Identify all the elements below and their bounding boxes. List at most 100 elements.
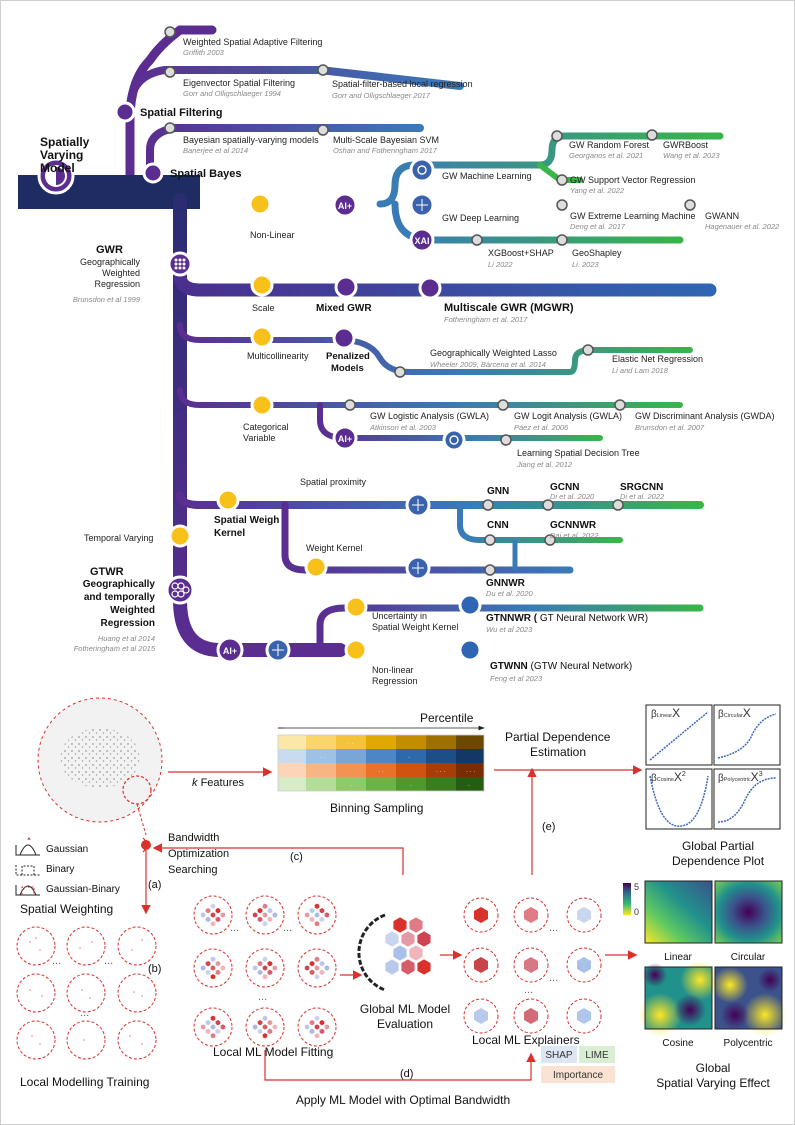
importance-label: Importance [553, 1070, 603, 1081]
hex-cell [200, 964, 206, 972]
hex-cell [262, 1014, 268, 1022]
hex-cell [266, 907, 273, 914]
ellipsis-exp-3: ... [524, 984, 533, 996]
pdp-exp-3: X [674, 770, 682, 784]
hex-cell [271, 1023, 278, 1031]
hex-cell [314, 902, 320, 910]
hex-cell [252, 964, 259, 972]
label-c: (c) [290, 851, 303, 863]
hex-cell [392, 916, 408, 934]
ellipsis-fit-2: ... [283, 922, 292, 934]
hex-cell [210, 1032, 216, 1040]
hex-cell [318, 969, 325, 976]
hex-cell [252, 911, 259, 919]
nlr-label-2: Regression [372, 676, 418, 686]
ai-plus-badge-3: AI+ [223, 646, 237, 656]
esf-cite: Gorr and Olligschlaeger 1994 [183, 89, 281, 98]
label-a: (a) [148, 879, 161, 891]
gwla2-title: GW Logit Analysis (GWLA) [514, 411, 622, 421]
srgcnn-title: SRGCNN [620, 482, 663, 493]
hex-cell [318, 960, 325, 967]
temporal-label: Temporal Varying [84, 533, 153, 543]
gtnnwr-title-bold: GTNNWR ( [486, 613, 538, 624]
gwr-full-1: Geographically [80, 257, 141, 267]
hex-cell [323, 1023, 330, 1031]
hex-cell [271, 964, 278, 972]
hex-cell [210, 955, 216, 963]
effect-map-polycentric [712, 966, 787, 1037]
lime-tag [579, 1046, 615, 1063]
hex-cell [384, 958, 400, 976]
gwrboost-title: GWRBoost [663, 140, 709, 150]
hex-cell [262, 973, 268, 981]
hex-cell [205, 1028, 211, 1035]
gnnwr-cite: Du et al. 2020 [486, 589, 534, 598]
msbsvm-cite: Oshan and Fotheringham 2017 [333, 146, 438, 155]
pdp-grid: βLinearX βCircularX βCosineX2 βPolycentr… [645, 704, 781, 830]
pdp-label-3: βCosineX2 [651, 770, 686, 784]
gcnnwr-title: GCNNWR [550, 520, 597, 531]
pdp-label-1: βLinearX [651, 706, 680, 720]
esf-title: Eigenvector Spatial Filtering [183, 78, 295, 88]
nonlinear-label: Non-Linear [250, 230, 295, 240]
cnn-label: CNN [487, 520, 509, 531]
bsvm-title: Bayesian spatially-varying models [183, 135, 319, 145]
mixed-gwr-label: Mixed GWR [316, 303, 372, 314]
gwelm-cite: Deng et al. 2017 [570, 222, 626, 231]
multicollinearity-label: Multicollinearity [247, 351, 309, 361]
label-b: (b) [148, 963, 161, 975]
gnn-label: GNN [487, 486, 509, 497]
gtwr-cite-2: Fotheringham et al 2015 [74, 644, 156, 653]
gtwr-full-3: Weighted [110, 605, 155, 616]
hex-cell [262, 1032, 268, 1040]
hex-cell [215, 1028, 221, 1035]
svg-text:· ·: · · [348, 741, 354, 747]
kernel-binary: Binary [46, 864, 74, 875]
hex-cell [314, 1014, 320, 1022]
hex-cell [392, 944, 408, 962]
label-d: (d) [400, 1068, 413, 1080]
global-eval-label-1: Global ML Model [360, 1002, 450, 1016]
ellipsis-exp-1: ... [549, 922, 558, 934]
gsve-label-2: Spatial Varying Effect [656, 1076, 770, 1090]
ellipsis-train-2: ... [104, 955, 113, 967]
effect-label-polycentric: Polycentric [724, 1038, 773, 1049]
ai-plus-badge-2: AI+ [338, 434, 352, 444]
hex-cell [266, 969, 273, 976]
svg-text:·: · [290, 741, 292, 747]
hex-cell [262, 920, 268, 928]
wsaf-cite: Griffith 2003 [183, 48, 225, 57]
hex-cell [323, 964, 330, 972]
pdp-exp-4: X [751, 770, 759, 784]
ellipsis-exp-2: ... [549, 972, 558, 984]
hex-cell [210, 973, 216, 981]
pde-label-2: Estimation [530, 745, 586, 759]
hex-cell [314, 964, 320, 972]
mgwr-cite: Fotheringham et al. 2017 [444, 315, 528, 324]
categorical-label-1: Categorical [243, 422, 289, 432]
pdp-pow-4: 3 [759, 771, 763, 778]
hex-cell [200, 1023, 206, 1031]
gwrf-title: GW Random Forest [569, 140, 650, 150]
hex-cell [215, 1019, 221, 1026]
ellipsis-fit-3: ... [258, 991, 267, 1003]
sflr-cite: Gorr and Olligschlaeger 2017 [332, 91, 431, 100]
pdp-label-4: βPolycentricX3 [718, 770, 763, 784]
gwda-title: GW Discriminant Analysis (GWDA) [635, 411, 775, 421]
nlr-label-1: Non-linear [372, 665, 414, 675]
hex-cell [210, 964, 216, 972]
hex-cell [262, 911, 268, 919]
hex-cell [205, 916, 211, 923]
hex-cell [266, 960, 273, 967]
spatial-bayes-label: Spatial Bayes [170, 168, 242, 180]
hex-cell [323, 911, 330, 919]
kernel-gaussian-binary: Gaussian-Binary [46, 884, 120, 895]
hex-cell [257, 1028, 264, 1035]
hex-cell [309, 960, 316, 967]
hex-cell [309, 907, 316, 914]
gtwnn-title-rest: (GTW Neural Network) [528, 661, 632, 672]
gwsvr-title: GW Support Vector Regression [570, 175, 696, 185]
svg-text:·: · [350, 783, 352, 789]
swk-label-2: Kernel [214, 528, 245, 539]
hex-cell [314, 973, 320, 981]
